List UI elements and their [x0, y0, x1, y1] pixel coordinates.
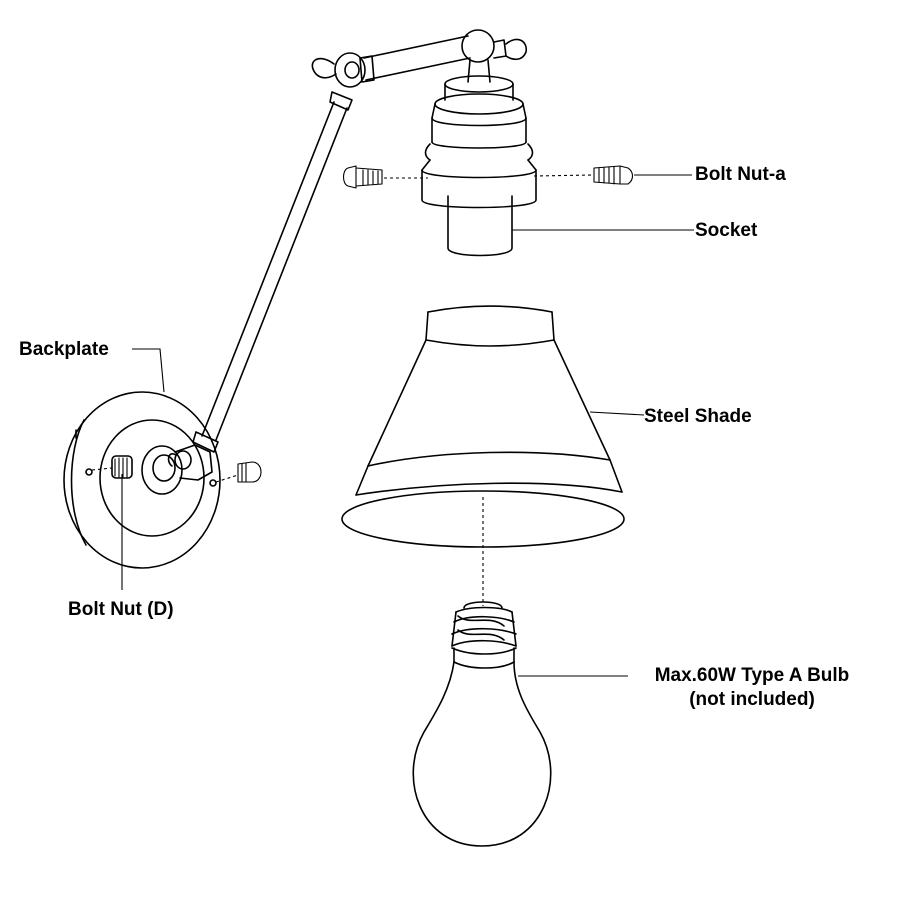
socket-label: Socket — [695, 220, 758, 241]
steel-shade-leader — [589, 411, 645, 416]
backplate — [63, 391, 221, 569]
steel-shade-label: Steel Shade — [644, 406, 752, 427]
steel-shade — [341, 305, 625, 548]
bolt-nut-d-right — [237, 461, 262, 483]
bulb-label: Max.60W Type A Bulb (not included) — [630, 664, 874, 712]
bolt-nut-d-label: Bolt Nut (D) — [68, 599, 174, 620]
bulb-label-line1: Max.60W Type A Bulb — [654, 665, 850, 686]
bolt-nut-a-left — [342, 165, 383, 189]
socket — [447, 195, 513, 257]
bulb — [412, 601, 552, 847]
backplate-leader — [132, 348, 165, 393]
swing-arm — [192, 29, 528, 453]
bulb-label-line2: (not included) — [689, 688, 815, 710]
bolt-nut-a-right — [593, 165, 634, 185]
bolt-nut-a-label: Bolt Nut-a — [695, 164, 786, 185]
backplate-label: Backplate — [19, 339, 109, 360]
socket-cup — [421, 75, 537, 209]
backplate-knuckle — [141, 444, 213, 495]
